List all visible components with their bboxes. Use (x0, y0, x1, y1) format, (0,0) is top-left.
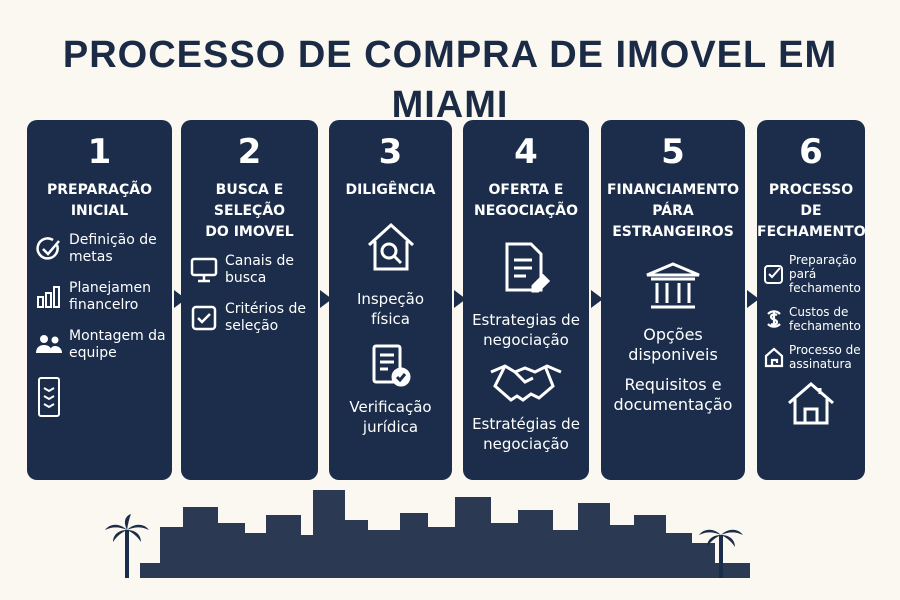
item-label: Planejamen financelro (69, 280, 151, 313)
step-card-4: 4 OFERTA E NEGOCIAÇÃO Estrategias de neg… (463, 120, 589, 480)
item-label: Custos de fechamento (789, 305, 861, 333)
title-line-2: MIAMI (391, 84, 509, 126)
step-number: 1 (87, 132, 112, 172)
dollar-icon (763, 308, 785, 330)
item-label: Preparação pará fechamento (789, 253, 861, 295)
step-card-1: 1 PREPARAÇÃO INICIAL Definição de metas … (27, 120, 172, 480)
page-title: PROCESSO DE COMPRA DE IMOVEL EM MIAMI (0, 30, 900, 130)
step-number: 5 (661, 132, 685, 172)
list-item: Montagem da equipe (35, 328, 172, 362)
document-edit-icon (463, 240, 589, 296)
list-item: Preparação pará fechamento (763, 253, 865, 295)
arrow-icon (747, 290, 759, 308)
step-card-5: 5 FINANCIAMENTO PÁRA ESTRANGEIROS Opções… (601, 120, 745, 480)
step-number: 6 (799, 132, 823, 172)
item-label: Critérios de seleção (225, 301, 306, 334)
list-item: Canais de busca (189, 253, 318, 287)
handshake-icon (463, 362, 589, 406)
item-label: Definição de metas (69, 232, 157, 265)
bank-icon (601, 261, 745, 311)
title-line-1: PROCESSO DE COMPRA DE IMOVEL EM (62, 34, 838, 76)
monitor-icon (189, 255, 219, 285)
item-label: Verificação jurídica (349, 398, 432, 436)
list-item (35, 376, 172, 418)
house-icon (757, 381, 865, 425)
item-label: Montagem da equipe (69, 328, 166, 361)
list-item: Definição de metas (35, 232, 172, 266)
list-item: Planejamen financelro (35, 280, 172, 314)
item-label: Inspeção física (356, 290, 425, 328)
list-item: Custos de fechamento (763, 305, 865, 333)
step-number: 3 (378, 132, 403, 172)
step-title: PREPARAÇÃO INICIAL (46, 182, 153, 219)
item-label: Estrategias de negociação (472, 311, 580, 349)
bar-chart-icon (35, 283, 63, 311)
step-card-6: 6 PROCESSO DE FECHAMENTO Preparação pará… (757, 120, 866, 480)
step-card-3: 3 DILIGÊNCIA Inspeção física Verificação… (329, 120, 452, 480)
step-title: FINANCIAMENTO PÁRA ESTRANGEIROS (606, 182, 740, 240)
item-label: Canais de busca (225, 253, 294, 286)
document-check-icon (329, 343, 452, 389)
palm-tree-icon (105, 514, 149, 578)
step-number: 2 (237, 132, 262, 172)
item-label: Opções disponiveis (628, 325, 718, 364)
item-label: Requisitos e documentação (613, 375, 733, 414)
arrow-icon (591, 290, 603, 308)
checkbox-icon (189, 303, 219, 333)
list-item: Processo de assinatura (763, 343, 865, 371)
miami-skyline-illustration (105, 490, 750, 578)
checklist-icon (35, 376, 63, 418)
palm-tree-icon (699, 529, 743, 578)
check-circle-icon (35, 235, 63, 263)
house-search-icon (329, 219, 452, 275)
step-title: DILIGÊNCIA (345, 182, 436, 198)
checkbox-icon (763, 263, 785, 285)
people-icon (35, 331, 63, 359)
house-icon (763, 346, 785, 368)
step-title: OFERTA E NEGOCIAÇÃO (473, 182, 578, 219)
step-title: BUSCA E SELEÇÃO DO IMOVEL (205, 182, 294, 240)
list-item: Critérios de seleção (189, 301, 318, 335)
step-title: PROCESSO DE FECHAMENTO (757, 182, 866, 240)
step-number: 4 (514, 132, 538, 172)
item-label: Estratégias de negociação (472, 415, 580, 453)
item-label: Processo de assinatura (789, 343, 861, 371)
step-card-2: 2 BUSCA E SELEÇÃO DO IMOVEL Canais de bu… (181, 120, 318, 480)
